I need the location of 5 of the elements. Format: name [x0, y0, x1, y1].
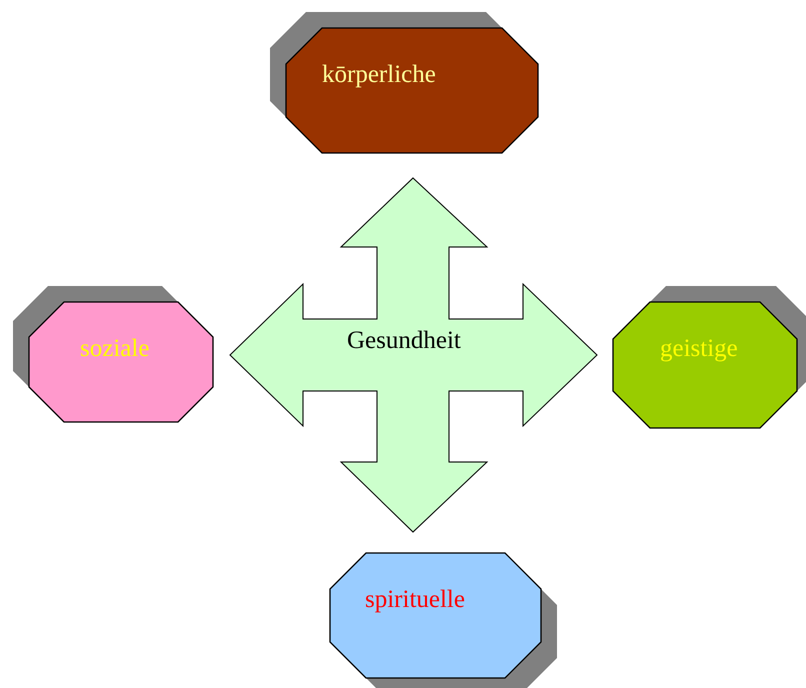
node-label: spirituelle: [365, 587, 465, 612]
node-label: soziale: [80, 336, 150, 361]
node-label: geistige: [660, 336, 738, 361]
node-label: kōrperliche: [322, 62, 436, 87]
node-label: Gesundheit: [347, 328, 461, 353]
